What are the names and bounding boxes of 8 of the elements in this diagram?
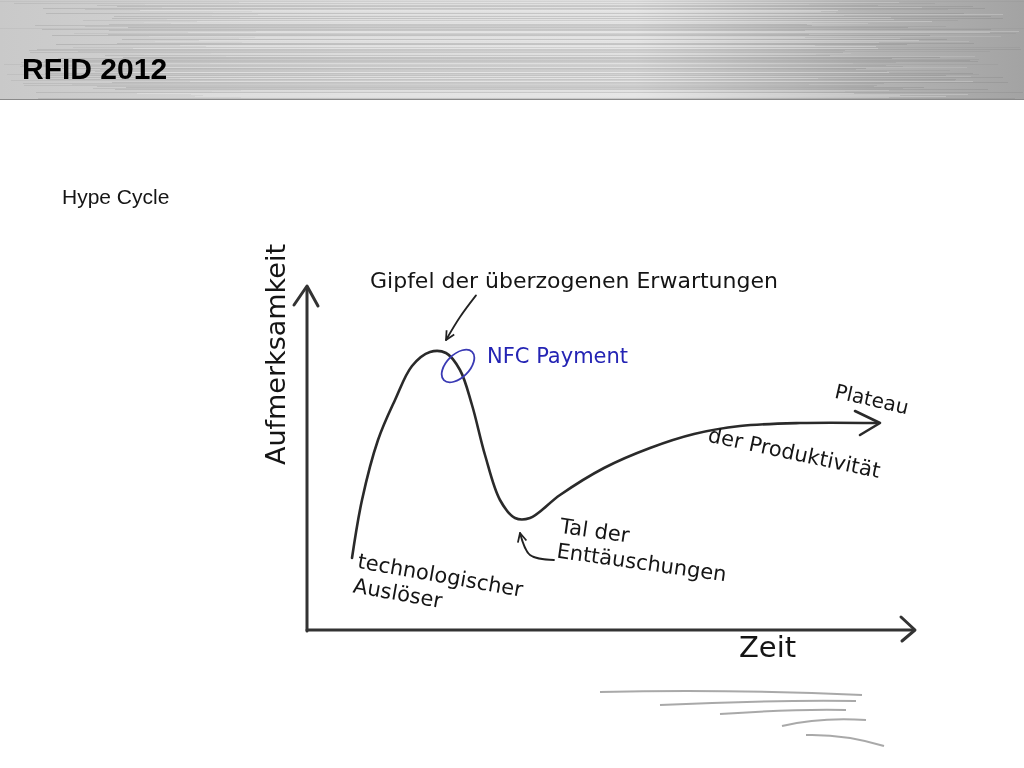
axis-label: Zeit	[739, 630, 797, 665]
slide-title: RFID 2012	[22, 51, 168, 87]
annotation-label: NFC Payment	[487, 344, 629, 370]
subtitle: Hype Cycle	[62, 184, 170, 210]
leader-arrow	[517, 532, 555, 561]
axis-label: Aufmerksamkeit	[261, 244, 291, 466]
callout-text: Gipfel der überzogenen Erwartungen	[370, 268, 778, 295]
phase-label: Plateau	[832, 379, 912, 420]
